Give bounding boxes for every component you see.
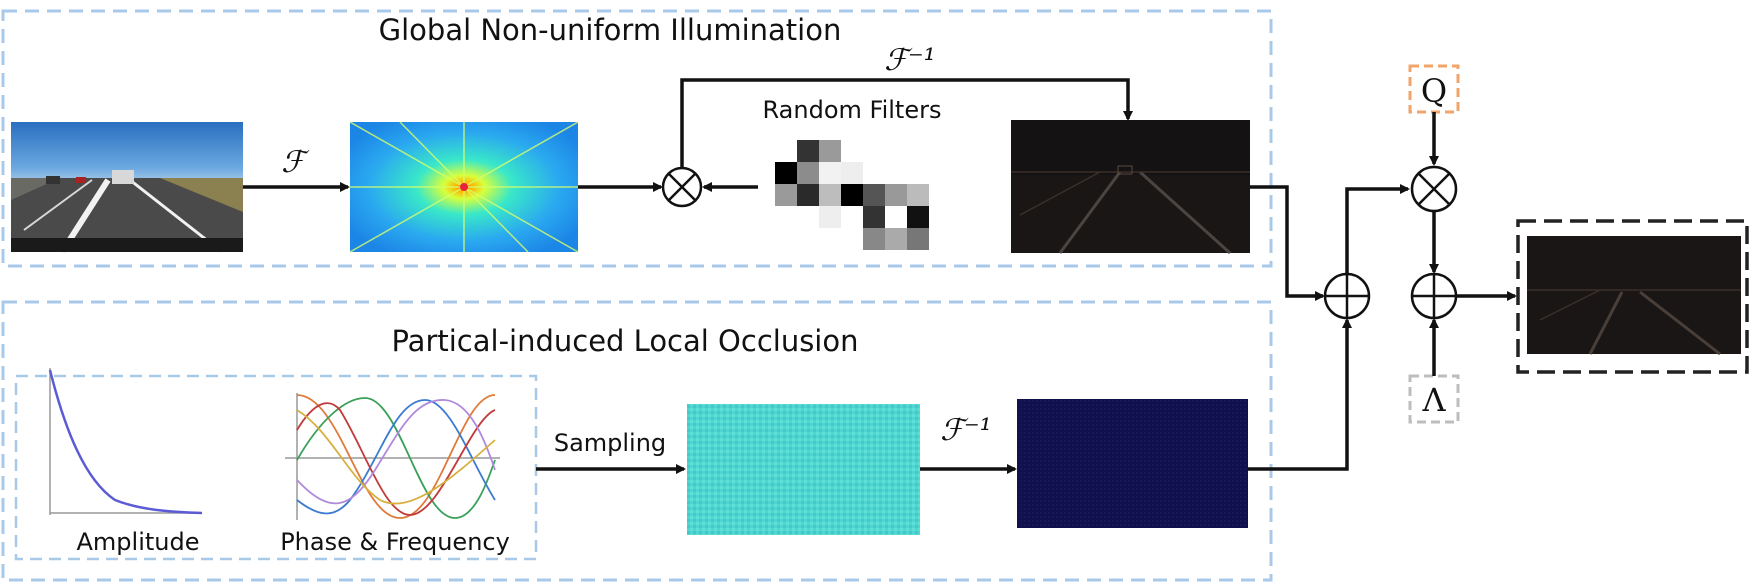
- inverse-fourier-loop-arrow: [680, 78, 1133, 168]
- random-filters-label: Random Filters: [763, 96, 942, 124]
- noise-spectrum-image: [687, 404, 920, 535]
- random-filters-image: [775, 140, 929, 250]
- inverse-fourier-symbol-bottom: ℱ⁻¹: [940, 413, 991, 448]
- local-occlusion-panel: [1, 300, 1273, 582]
- inverse-fourier-symbol-top: ℱ⁻¹: [884, 43, 935, 78]
- amplitude-plot: [48, 368, 203, 515]
- add-to-multiply-arrow: [1345, 184, 1410, 274]
- circled-times-icon: [1410, 165, 1458, 213]
- amplitude-spectrum-image: [349, 121, 579, 253]
- circled-plus-icon: [1410, 272, 1458, 320]
- occlusion-output-image: [1017, 399, 1248, 528]
- circled-times-icon: [661, 166, 703, 208]
- q-label: Q: [1421, 72, 1447, 110]
- local-panel-title: Partical-induced Local Occlusion: [391, 324, 858, 358]
- occlusion-to-add-arrow: [1248, 318, 1352, 471]
- global-illumination-panel: [1, 9, 1273, 268]
- circled-plus-icon: [1323, 272, 1371, 320]
- fourier-symbol: ℱ: [281, 145, 310, 180]
- lambda-label: Λ: [1421, 381, 1446, 419]
- global-panel-title: Global Non-uniform Illumination: [379, 13, 842, 47]
- final-output-image: [1527, 236, 1741, 356]
- lambda-parameter-box: [1408, 374, 1460, 424]
- amplitude-label: Amplitude: [77, 528, 200, 556]
- final-output-frame: [1516, 219, 1749, 374]
- illumination-output-image: [1011, 120, 1250, 255]
- sampling-label: Sampling: [554, 429, 666, 457]
- phase-frequency-plot: [285, 393, 500, 520]
- illumination-to-add-arrow: [1250, 185, 1325, 301]
- phase-frequency-label: Phase & Frequency: [280, 528, 510, 556]
- input-road-image: [11, 122, 243, 254]
